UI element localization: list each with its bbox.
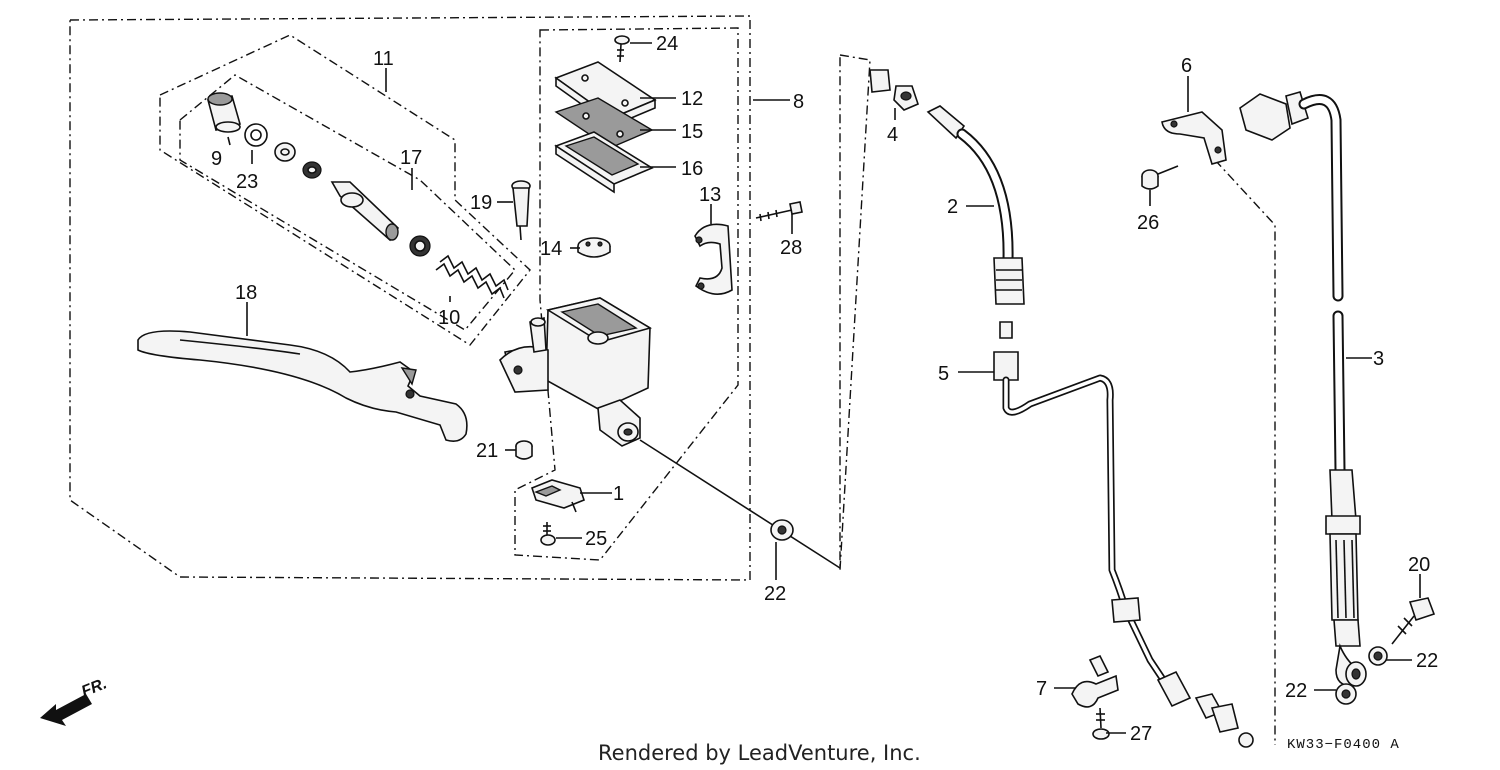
hose-group-right-edge — [1214, 159, 1276, 745]
callout-19: 19 — [470, 192, 492, 214]
bolt-part-27[interactable] — [1092, 707, 1110, 740]
front-direction-label: FR. — [79, 675, 109, 700]
sealing-washer-22-lower-right[interactable] — [1368, 646, 1388, 666]
assembly-8-outline — [69, 15, 751, 581]
piston-kit-11-outline — [159, 34, 531, 346]
callout-27: 27 — [1130, 723, 1152, 745]
nut-part-21[interactable] — [515, 440, 533, 460]
callout-28: 28 — [780, 237, 802, 259]
sealing-washer-22-lower-left[interactable] — [1335, 683, 1357, 705]
brake-pipe-part-5[interactable] — [993, 321, 1254, 748]
callout-1: 1 — [613, 483, 624, 505]
callout-6: 6 — [1181, 55, 1192, 77]
callout-10: 10 — [438, 307, 460, 329]
bolt-part-26[interactable] — [1141, 165, 1179, 190]
piston-part-17[interactable] — [330, 181, 400, 242]
hose-group-left-edge — [839, 54, 871, 571]
callout-22-left: 22 — [1285, 680, 1307, 702]
brake-lever-part-18[interactable] — [137, 330, 468, 442]
callout-8: 8 — [793, 91, 804, 113]
bolt-part-28[interactable] — [755, 201, 803, 222]
callout-13: 13 — [699, 184, 721, 206]
callout-18: 18 — [235, 282, 257, 304]
callout-22-upper: 22 — [764, 583, 786, 605]
callout-26: 26 — [1137, 212, 1159, 234]
grommet-part-14[interactable] — [577, 237, 611, 258]
callout-21: 21 — [476, 440, 498, 462]
banjo-leader-line — [639, 439, 841, 569]
piston-kit-17-outline — [179, 74, 516, 331]
bracket-part-6[interactable] — [1161, 111, 1227, 165]
holder-part-13[interactable] — [694, 223, 733, 295]
callout-9: 9 — [211, 148, 222, 170]
callout-labels: 1 2 3 4 5 6 7 8 9 10 11 12 13 14 15 16 1… — [211, 33, 1438, 745]
front-arrow-icon — [40, 694, 92, 726]
boot-part-9[interactable] — [207, 92, 241, 133]
diagram-code: KW33−F0400 A — [1287, 737, 1400, 753]
washer-in-kit[interactable] — [274, 142, 322, 179]
screw-part-25[interactable] — [540, 522, 556, 546]
callout-25: 25 — [585, 528, 607, 550]
callout-4: 4 — [887, 124, 898, 146]
callout-5: 5 — [938, 363, 949, 385]
callout-24: 24 — [656, 33, 678, 55]
callout-3: 3 — [1373, 348, 1384, 370]
callout-7: 7 — [1036, 678, 1047, 700]
banjo-bolt-part-20[interactable] — [1391, 597, 1436, 645]
callout-12: 12 — [681, 88, 703, 110]
diaphragm-part-16[interactable] — [554, 131, 654, 194]
brake-hose-part-2[interactable] — [926, 105, 1025, 305]
cup-seal[interactable] — [409, 235, 431, 257]
callout-15: 15 — [681, 121, 703, 143]
callout-23: 23 — [236, 171, 258, 193]
master-cylinder-body[interactable] — [499, 297, 653, 447]
callout-2: 2 — [947, 196, 958, 218]
callout-22-right: 22 — [1416, 650, 1438, 672]
callout-17: 17 — [400, 147, 422, 169]
front-direction-indicator: FR. — [40, 675, 109, 726]
screw-part-24[interactable] — [614, 35, 630, 63]
render-credit: Rendered by LeadVenture, Inc. — [598, 741, 921, 765]
circlip-part-23[interactable] — [244, 123, 268, 147]
callout-20: 20 — [1408, 554, 1430, 576]
banjo-bolt-part-4[interactable] — [869, 69, 919, 111]
brake-switch-part-1[interactable] — [531, 479, 585, 513]
callout-16: 16 — [681, 158, 703, 180]
leader-lines — [227, 42, 1421, 734]
pivot-bolt-part-19[interactable] — [511, 180, 531, 241]
callout-14: 14 — [540, 238, 562, 260]
sealing-washer-22-upper[interactable] — [770, 519, 794, 541]
brake-hose-part-3[interactable] — [1239, 91, 1367, 687]
pipe-clamp-part-7[interactable] — [1071, 654, 1119, 708]
callout-11: 11 — [373, 48, 394, 70]
spring-part-10[interactable] — [435, 254, 509, 299]
